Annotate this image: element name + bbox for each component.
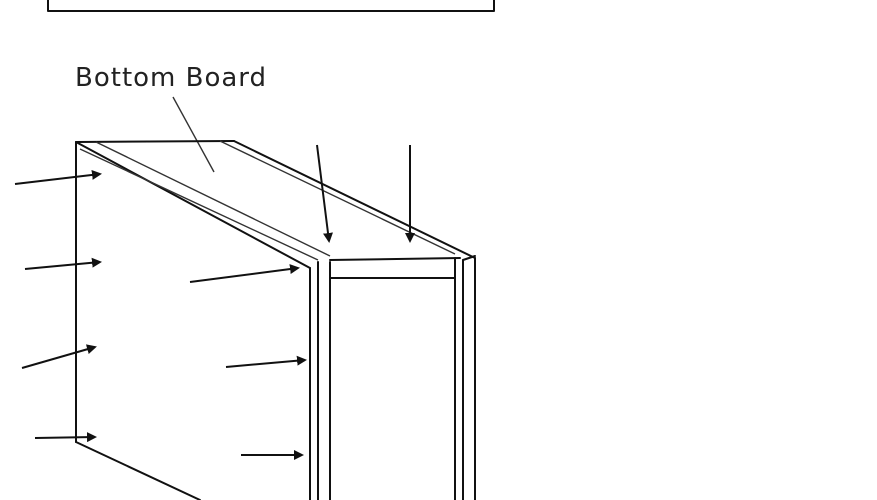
top-frame <box>47 0 495 12</box>
bottom-board-leader-line <box>172 96 215 173</box>
front-frame <box>317 255 476 500</box>
bottom-board-top <box>75 140 476 261</box>
arrow-left-1 <box>14 169 102 185</box>
arrow-left-2 <box>24 257 102 270</box>
arrow-side-2 <box>225 355 307 368</box>
arrow-left-4 <box>34 432 97 443</box>
left-panel <box>75 141 311 500</box>
assembly-arrows <box>14 144 415 460</box>
bottom-board-label: Bottom Board <box>75 63 267 93</box>
arrow-left-3 <box>21 344 97 369</box>
arrow-side-1 <box>189 264 300 283</box>
arrow-top-1 <box>316 144 333 243</box>
